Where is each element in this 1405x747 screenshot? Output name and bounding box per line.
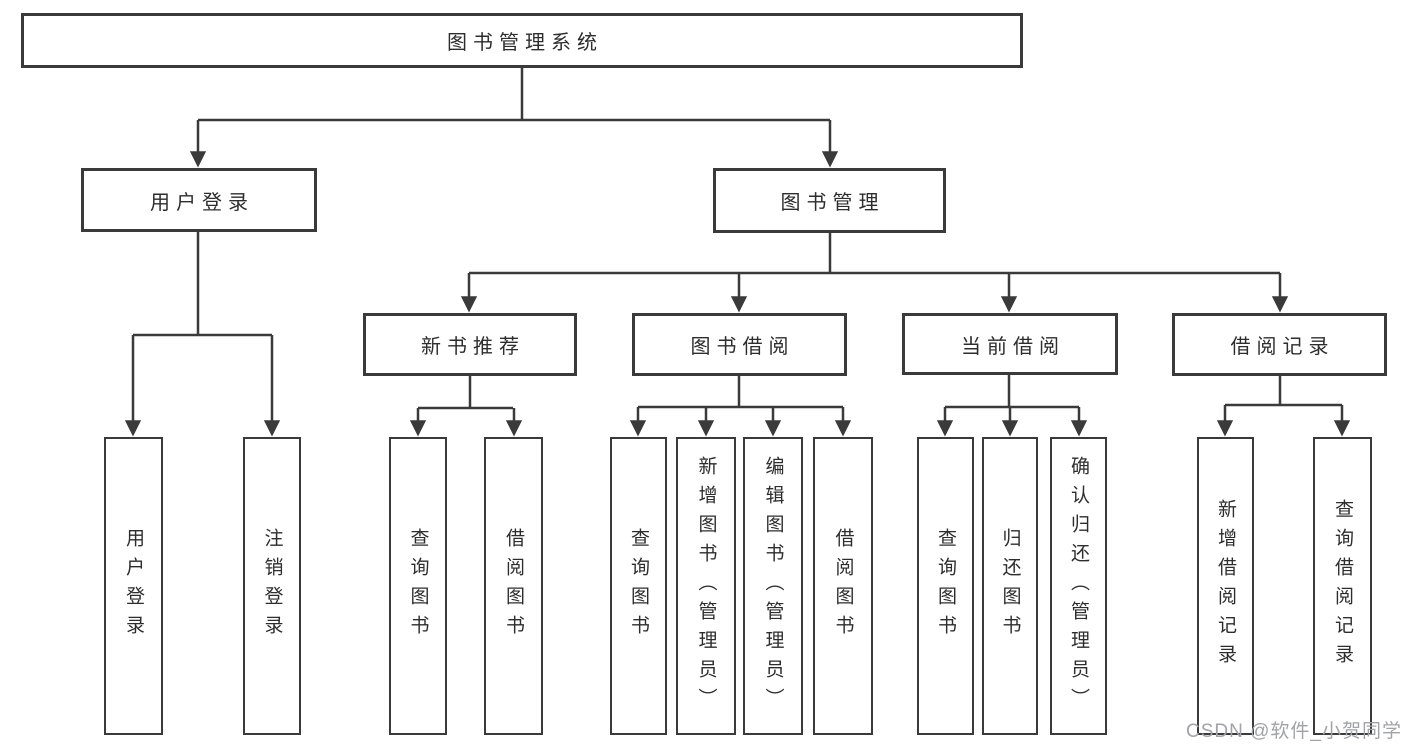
leaf-confirm-return-admin: 确认归还（管理员） bbox=[1050, 437, 1107, 735]
node-user-login: 用户登录 bbox=[81, 168, 317, 232]
leaf-label: 新增图书（管理员） bbox=[695, 455, 717, 717]
leaf-edit-books-admin: 编辑图书（管理员） bbox=[743, 437, 803, 735]
leaf-query-borrow-record: 查询借阅记录 bbox=[1313, 437, 1372, 735]
leaf-label: 借阅图书 bbox=[503, 528, 524, 644]
node-borrow-records: 借阅记录 bbox=[1172, 313, 1387, 376]
leaf-add-borrow-record: 新增借阅记录 bbox=[1197, 437, 1254, 735]
leaf-label: 借阅图书 bbox=[832, 528, 854, 644]
leaf-label: 新增借阅记录 bbox=[1215, 499, 1236, 673]
csdn-watermark: CSDN @软件_小贺同学 bbox=[1186, 721, 1402, 742]
leaf-label: 用户登录 bbox=[123, 528, 144, 644]
leaf-return-books: 归还图书 bbox=[982, 437, 1038, 735]
leaf-label: 编辑图书（管理员） bbox=[762, 455, 784, 717]
node-new-book-recommend: 新书推荐 bbox=[363, 313, 577, 376]
node-book-borrow: 图书借阅 bbox=[632, 313, 847, 376]
leaf-label: 确认归还（管理员） bbox=[1068, 455, 1089, 717]
leaf-label: 归还图书 bbox=[999, 528, 1021, 644]
leaf-borrow-books: 借阅图书 bbox=[813, 437, 873, 735]
leaf-query-books-recommend: 查询图书 bbox=[389, 437, 447, 735]
leaf-user-login: 用户登录 bbox=[104, 437, 163, 735]
node-book-management: 图书管理 bbox=[713, 168, 946, 233]
leaf-label: 查询借阅记录 bbox=[1332, 499, 1353, 673]
leaf-label: 注销登录 bbox=[261, 528, 283, 644]
leaf-label: 查询图书 bbox=[628, 528, 649, 644]
leaf-logout-login: 注销登录 bbox=[243, 437, 301, 735]
node-current-borrow: 当前借阅 bbox=[902, 313, 1118, 375]
leaf-label: 查询图书 bbox=[935, 528, 956, 644]
node-root-system: 图书管理系统 bbox=[21, 13, 1023, 68]
leaf-query-books-borrow: 查询图书 bbox=[610, 437, 667, 735]
leaf-label: 查询图书 bbox=[407, 528, 429, 644]
leaf-query-books-current: 查询图书 bbox=[917, 437, 974, 735]
leaf-add-books-admin: 新增图书（管理员） bbox=[676, 437, 736, 735]
leaf-borrow-books-recommend: 借阅图书 bbox=[484, 437, 543, 735]
